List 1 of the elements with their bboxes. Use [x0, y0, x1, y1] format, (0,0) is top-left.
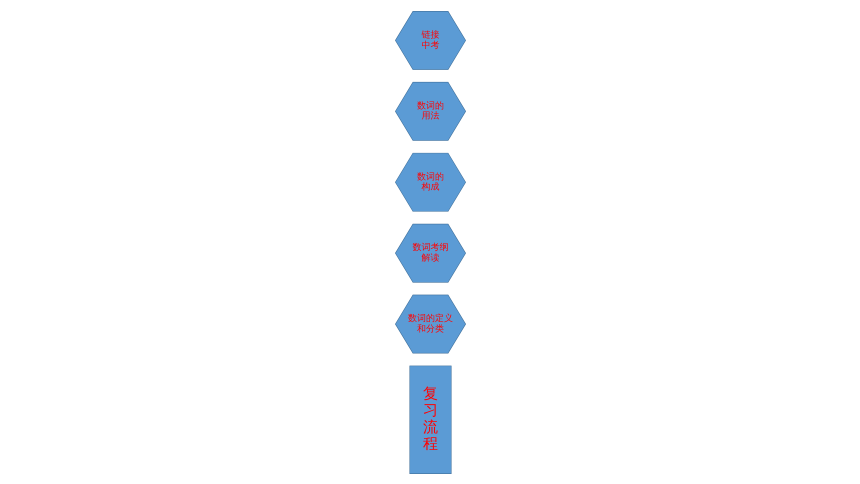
node-box: 复习流程 — [408, 365, 452, 474]
